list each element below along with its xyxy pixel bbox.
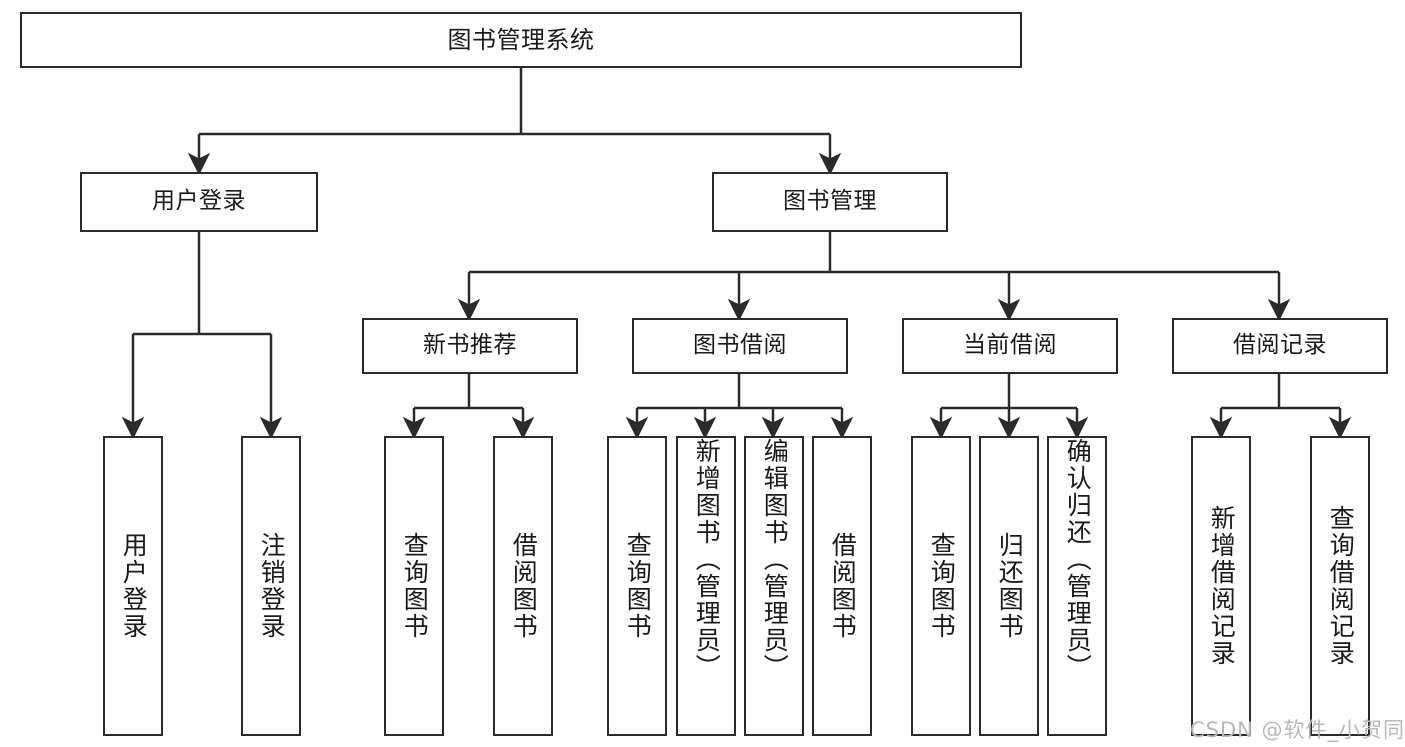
leaf-confirm-return-admin[interactable]: 确认归还（管理员） bbox=[1047, 436, 1107, 736]
node-label: 归还图书 bbox=[995, 532, 1025, 640]
node-root-book-management-system[interactable]: 图书管理系统 bbox=[20, 12, 1022, 68]
node-label: 查询图书 bbox=[623, 532, 653, 640]
node-label: 新书推荐 bbox=[423, 332, 517, 359]
leaf-edit-book-admin[interactable]: 编辑图书（管理员） bbox=[744, 436, 804, 736]
node-label: 查询图书 bbox=[400, 532, 430, 640]
leaf-user-login[interactable]: 用户登录 bbox=[103, 436, 163, 736]
node-label: 图书借阅 bbox=[693, 332, 787, 359]
node-label: 新增借阅记录 bbox=[1207, 505, 1237, 667]
node-label: 用户登录 bbox=[119, 532, 149, 640]
node-label: 用户登录 bbox=[152, 188, 246, 215]
node-new-book-recommendation[interactable]: 新书推荐 bbox=[362, 318, 578, 374]
node-label: 编辑图书（管理员） bbox=[760, 438, 790, 681]
node-book-management[interactable]: 图书管理 bbox=[712, 172, 948, 232]
leaf-query-books-current[interactable]: 查询图书 bbox=[911, 436, 971, 736]
node-label: 借阅记录 bbox=[1233, 332, 1327, 359]
leaf-query-books-recommend[interactable]: 查询图书 bbox=[384, 436, 444, 736]
leaf-return-books[interactable]: 归还图书 bbox=[979, 436, 1039, 736]
leaf-logout[interactable]: 注销登录 bbox=[241, 436, 301, 736]
node-book-borrowing[interactable]: 图书借阅 bbox=[632, 318, 848, 374]
node-label: 确认归还（管理员） bbox=[1063, 438, 1093, 681]
leaf-add-book-admin[interactable]: 新增图书（管理员） bbox=[676, 436, 736, 736]
leaf-query-books-borrow[interactable]: 查询图书 bbox=[607, 436, 667, 736]
leaf-query-borrow-record[interactable]: 查询借阅记录 bbox=[1310, 436, 1370, 736]
node-label: 注销登录 bbox=[257, 532, 287, 640]
node-label: 图书管理 bbox=[783, 188, 877, 215]
node-label: 图书管理系统 bbox=[447, 25, 595, 54]
node-label: 当前借阅 bbox=[963, 332, 1057, 359]
leaf-add-borrow-record[interactable]: 新增借阅记录 bbox=[1191, 436, 1251, 736]
node-label: 查询借阅记录 bbox=[1326, 505, 1356, 667]
leaf-borrow-books-recommend[interactable]: 借阅图书 bbox=[493, 436, 553, 736]
node-user-login[interactable]: 用户登录 bbox=[80, 172, 318, 232]
node-label: 新增图书（管理员） bbox=[692, 438, 722, 681]
node-borrowing-record[interactable]: 借阅记录 bbox=[1172, 318, 1388, 374]
node-label: 查询图书 bbox=[927, 532, 957, 640]
leaf-borrow-books[interactable]: 借阅图书 bbox=[812, 436, 872, 736]
node-current-borrowing[interactable]: 当前借阅 bbox=[902, 318, 1118, 374]
node-label: 借阅图书 bbox=[828, 532, 858, 640]
node-label: 借阅图书 bbox=[509, 532, 539, 640]
